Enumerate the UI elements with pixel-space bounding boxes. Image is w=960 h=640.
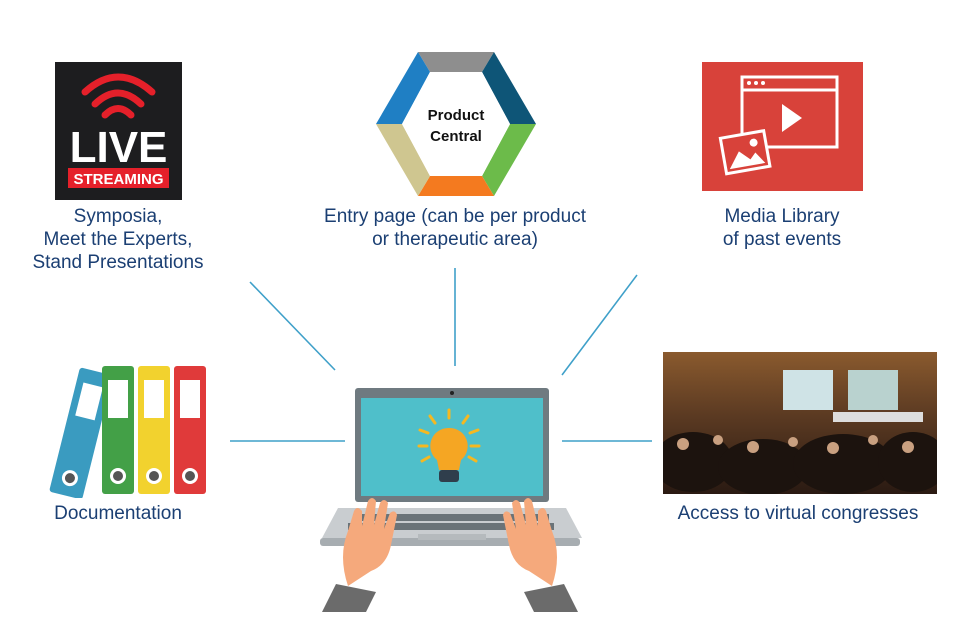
lightbulb-icon <box>417 408 481 482</box>
label-line: Stand Presentations <box>32 252 204 273</box>
documentation-label: Documentation <box>18 502 218 525</box>
label-line: Access to virtual congresses <box>677 503 919 524</box>
label-line: Media Library <box>724 206 840 227</box>
label-line: Meet the Experts, <box>43 229 193 250</box>
hands <box>343 498 557 586</box>
live-streaming-icon: LIVE STREAMING <box>55 62 182 200</box>
live-label: Symposia, Meet the Experts, Stand Presen… <box>0 205 236 274</box>
live-text: LIVE <box>70 123 168 172</box>
connector-media <box>561 274 638 376</box>
product-text: Product <box>428 107 485 124</box>
label-line: Entry page (can be per product <box>324 206 586 227</box>
connector-live <box>249 281 336 371</box>
congress-photo <box>663 352 937 494</box>
label-line: Documentation <box>54 503 182 524</box>
congress-label: Access to virtual congresses <box>648 502 948 525</box>
product-central-hexagon-icon: Product Central <box>376 52 536 196</box>
label-line: or therapeutic area) <box>372 229 538 250</box>
media-label: Media Library of past events <box>682 205 882 251</box>
media-library-icon <box>702 62 863 191</box>
documentation-binders-icon <box>49 366 206 498</box>
laptop-illustration <box>320 388 582 612</box>
streaming-text: STREAMING <box>74 171 164 188</box>
central-text: Central <box>430 128 482 145</box>
product-label: Entry page (can be per product or therap… <box>290 205 620 251</box>
label-line: Symposia, <box>73 206 163 227</box>
label-line: of past events <box>722 229 842 250</box>
